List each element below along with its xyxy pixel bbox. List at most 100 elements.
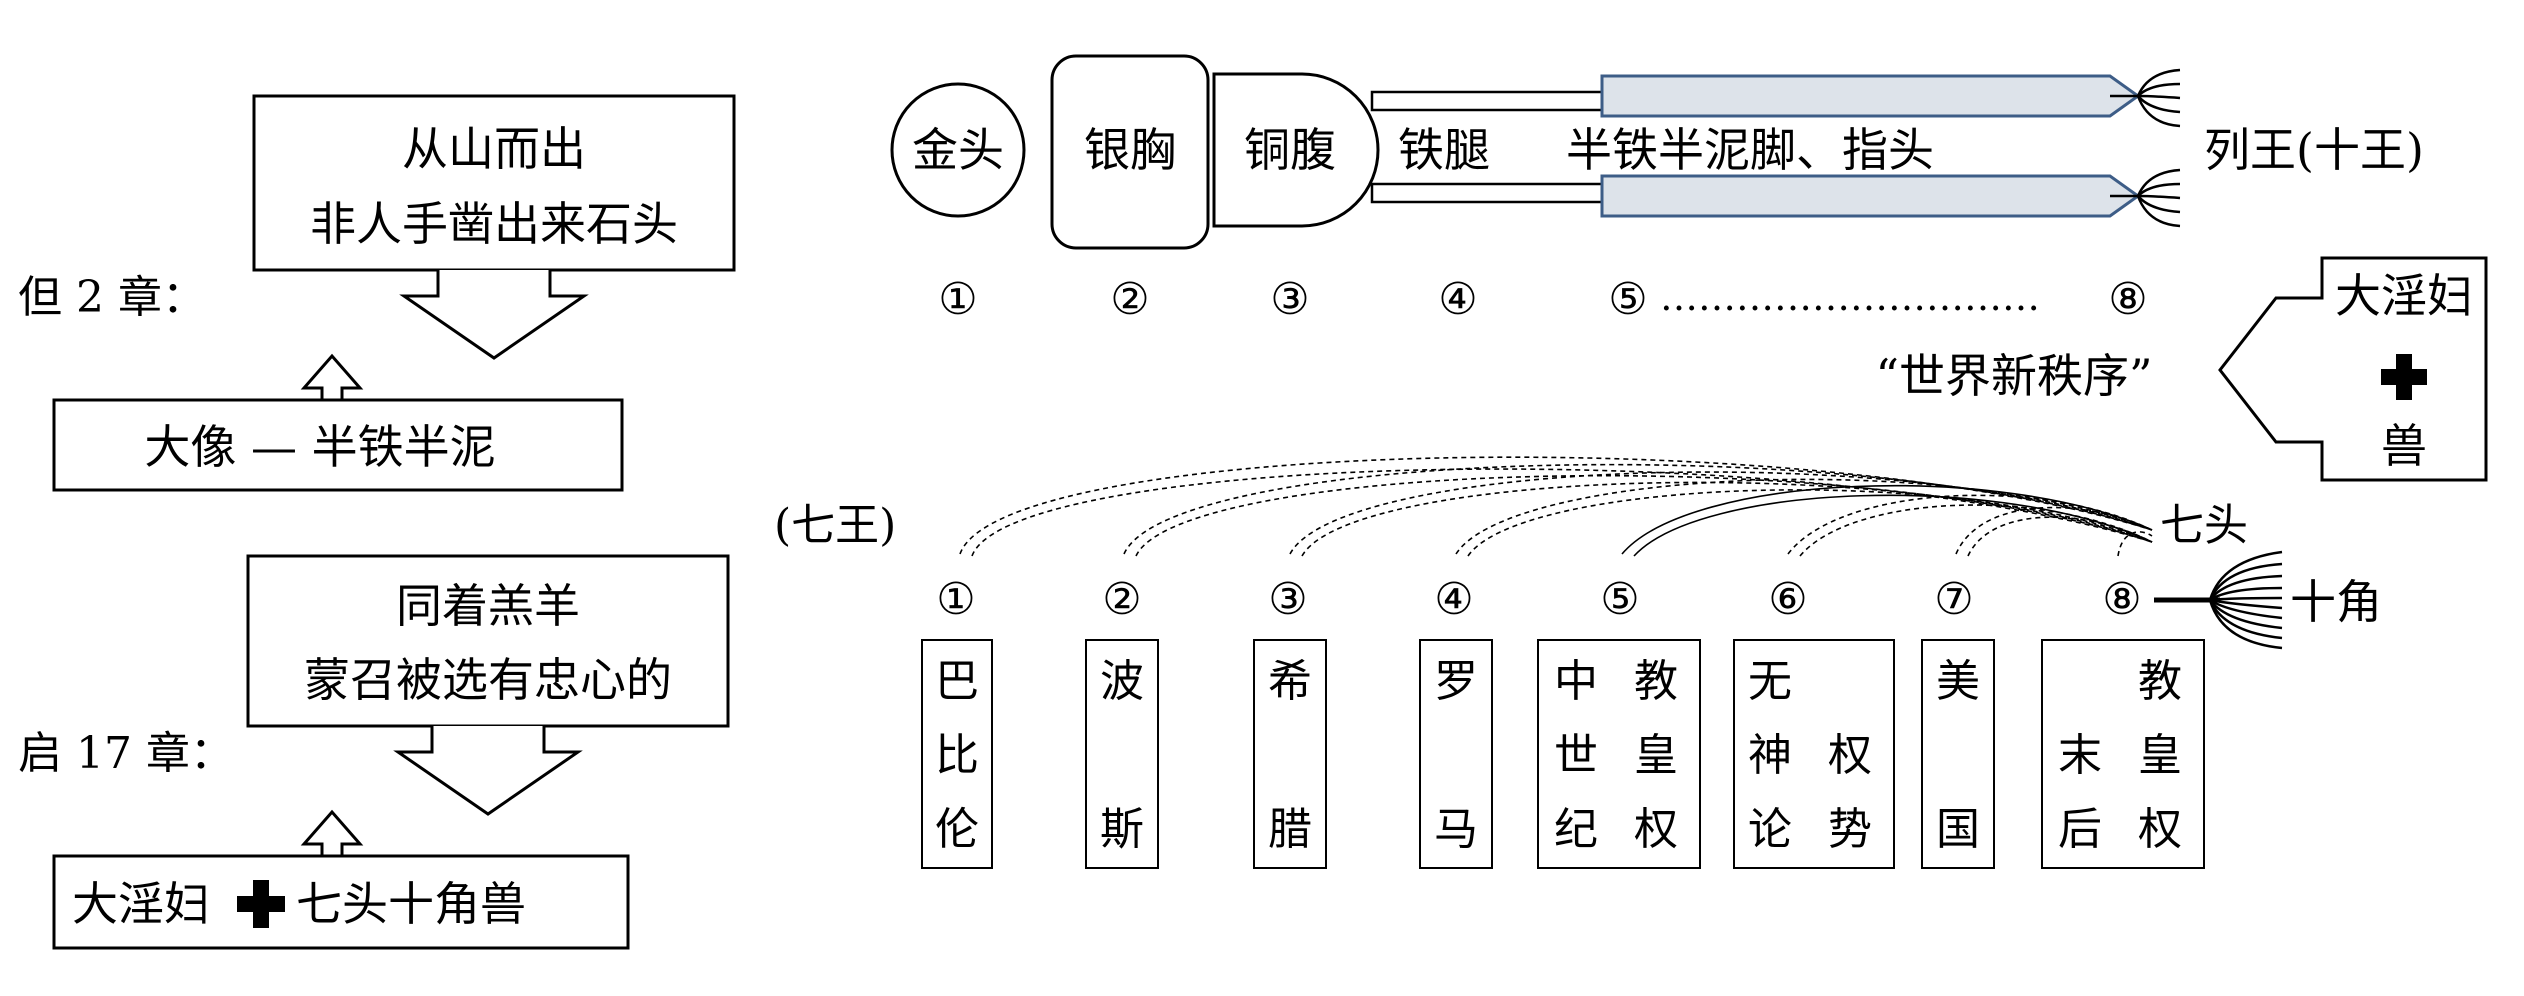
kingdom-char: 教 bbox=[2138, 656, 2182, 707]
kingdom-char: 纪 bbox=[1554, 804, 1598, 855]
kingdom-char: 权 bbox=[2138, 804, 2182, 855]
kingdom-box bbox=[1419, 639, 1493, 869]
kingdom-char: 皇 bbox=[1634, 730, 1678, 781]
statue-box bbox=[52, 398, 624, 492]
feet-bottom bbox=[1600, 174, 2141, 218]
beast-text: 七头十角兽 bbox=[296, 877, 526, 931]
lamb-line1: 同着羔羊 bbox=[396, 579, 580, 633]
statue-dots: ………………………… bbox=[1660, 275, 2040, 319]
harlot-text: 大淫妇 bbox=[72, 877, 210, 931]
horns-icon bbox=[2154, 550, 2283, 650]
kingdom-char: 神 bbox=[1748, 730, 1792, 781]
left-arrow-icon bbox=[2218, 256, 2488, 482]
feet-top bbox=[1600, 74, 2141, 118]
kingdom-char: 伦 bbox=[935, 804, 979, 855]
silver-chest bbox=[1050, 54, 1210, 250]
kingdom-char: 罗 bbox=[1434, 656, 1478, 707]
kingdom-boxes: 巴 比 伦 波 斯 希 腊 罗 马 中 教 世 皇 纪 权 无 神 bbox=[921, 639, 2205, 869]
head-number: ① bbox=[936, 574, 975, 625]
rev-section: 同着羔羊 蒙召被选有忠心的 启 17 章： 大淫妇 七头十角兽 bbox=[18, 554, 730, 950]
gold-head bbox=[890, 82, 1026, 218]
toes-icon bbox=[2110, 68, 2181, 128]
statue-number: ⑤ bbox=[1608, 274, 1647, 325]
neck-arcs bbox=[959, 456, 2153, 557]
kingdom-char: 后 bbox=[2058, 804, 2102, 855]
kingdom-char: 波 bbox=[1100, 656, 1144, 707]
feet-label: 半铁半泥脚、指头 bbox=[1566, 123, 1934, 177]
head-number: ⑧ bbox=[2102, 574, 2141, 625]
kingdom-char: 马 bbox=[1434, 804, 1478, 855]
iron-label: 铁腿 bbox=[1398, 123, 1490, 177]
kingdom-char: 世 bbox=[1554, 730, 1598, 781]
up-arrow-icon bbox=[300, 809, 364, 856]
seven-kings-label: (七王) bbox=[774, 500, 896, 551]
new-order-harlot: 大淫妇 bbox=[2335, 269, 2473, 323]
kingdom-char: 无 bbox=[1748, 656, 1792, 707]
down-arrow-icon bbox=[393, 726, 583, 816]
kingdom-char: 希 bbox=[1268, 656, 1312, 707]
kings-label: 列王(十王) bbox=[2204, 123, 2424, 177]
iron-leg-top bbox=[1370, 90, 1604, 112]
kingdom-char: 中 bbox=[1554, 656, 1598, 707]
bronze-belly bbox=[1212, 72, 1380, 228]
dan-section: 从山而出 非人手凿出来石头 但 2 章： 大像 — 半铁半泥 bbox=[18, 94, 736, 492]
kingdom-char: 皇 bbox=[2138, 730, 2182, 781]
statue-number: ③ bbox=[1270, 274, 1309, 325]
kingdom-char: 权 bbox=[1634, 804, 1678, 855]
statue-text: 大像 — 半铁半泥 bbox=[144, 420, 495, 474]
kingdom-char: 教 bbox=[1634, 656, 1678, 707]
stone-line2: 非人手凿出来石头 bbox=[310, 197, 678, 251]
lamb-line2: 蒙召被选有忠心的 bbox=[304, 653, 672, 707]
kingdom-box bbox=[2041, 639, 2205, 869]
kingdom-char: 权 bbox=[1828, 730, 1872, 781]
toes-icon bbox=[2110, 168, 2181, 228]
lamb-box bbox=[246, 554, 730, 728]
head-number: ③ bbox=[1268, 574, 1307, 625]
plus-icon bbox=[2381, 354, 2427, 400]
head-number: ④ bbox=[1434, 574, 1473, 625]
kingdom-char: 美 bbox=[1936, 656, 1980, 707]
statue-number: ④ bbox=[1438, 274, 1477, 325]
kingdom-char: 斯 bbox=[1100, 804, 1144, 855]
kingdom-char: 论 bbox=[1748, 804, 1792, 855]
kingdom-char: 末 bbox=[2058, 730, 2102, 781]
statue-number: ② bbox=[1110, 274, 1149, 325]
iron-leg-bottom bbox=[1370, 182, 1604, 204]
kingdom-char: 国 bbox=[1936, 804, 1980, 855]
kingdom-box bbox=[1253, 639, 1327, 869]
beast-section: (七王) 七头 ① ② ③ ④ ⑤ ⑥ ⑦ bbox=[774, 456, 2382, 869]
statue-number: ⑧ bbox=[2108, 274, 2147, 325]
head-number: ② bbox=[1102, 574, 1141, 625]
harlot-beast-box bbox=[52, 854, 630, 950]
seven-heads-label: 七头 bbox=[2160, 500, 2248, 551]
kingdom-box bbox=[1733, 639, 1895, 869]
silver-label: 银胸 bbox=[1084, 123, 1176, 177]
down-arrow-icon bbox=[399, 270, 589, 360]
stone-line1: 从山而出 bbox=[402, 122, 586, 176]
kingdom-box bbox=[1537, 639, 1701, 869]
gold-label: 金头 bbox=[912, 123, 1004, 177]
new-order-label: “世界新秩序” bbox=[1875, 349, 2152, 403]
kingdom-char: 比 bbox=[935, 730, 979, 781]
rev-label: 启 17 章： bbox=[18, 728, 234, 779]
kingdom-char: 巴 bbox=[935, 656, 979, 707]
statue-figure: 金头 银胸 铜腹 bbox=[890, 54, 2424, 250]
kingdom-box bbox=[1085, 639, 1159, 869]
statue-numbers: ① ② ③ ④ ⑤ ………………………… ⑧ bbox=[938, 274, 2147, 325]
plus-icon bbox=[237, 880, 285, 928]
bronze-label: 铜腹 bbox=[1244, 123, 1336, 177]
kingdom-char: 腊 bbox=[1268, 804, 1312, 855]
new-order: 大淫妇 兽 “世界新秩序” bbox=[1875, 256, 2488, 482]
stone-box bbox=[252, 94, 736, 272]
kingdom-char: 势 bbox=[1828, 804, 1872, 855]
head-number: ⑤ bbox=[1600, 574, 1639, 625]
head-number: ⑥ bbox=[1768, 574, 1807, 625]
ten-horns-label: 十角 bbox=[2290, 575, 2382, 629]
kingdom-box bbox=[1921, 639, 1995, 869]
head-number: ⑦ bbox=[1934, 574, 1973, 625]
up-arrow-icon bbox=[300, 353, 364, 400]
kingdom-box bbox=[921, 639, 993, 869]
dan-label: 但 2 章： bbox=[18, 272, 206, 323]
statue-number: ① bbox=[938, 274, 977, 325]
